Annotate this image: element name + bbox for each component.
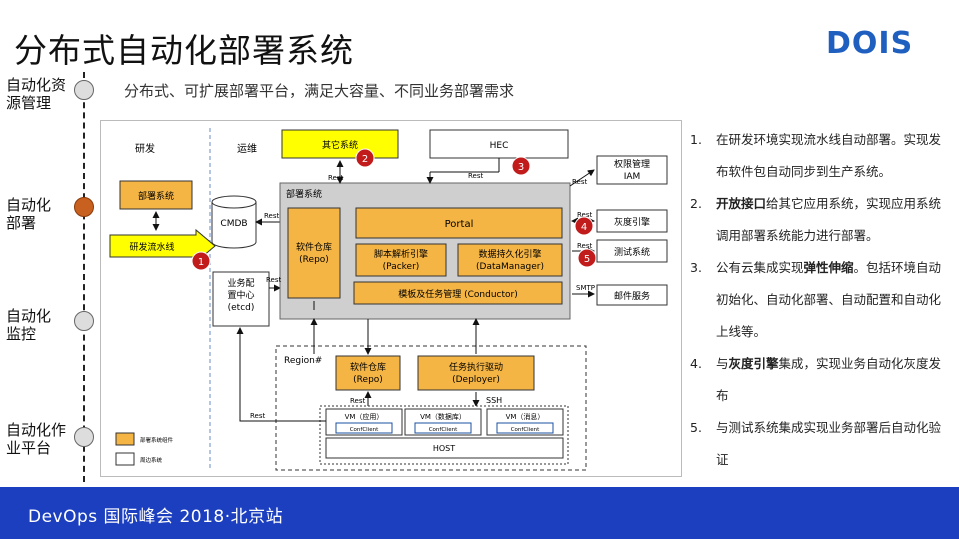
svg-text:Rest: Rest <box>264 212 280 220</box>
dev-deploy-system-box <box>119 180 193 210</box>
legend-deploy-swatch <box>115 432 135 446</box>
svg-text:3: 3 <box>518 162 524 173</box>
legend-peripheral-label: 周边系统 <box>140 456 163 464</box>
datamanager-label: 数据持久化引擎 <box>478 248 541 260</box>
svg-text:(DataManager): (DataManager) <box>476 262 544 272</box>
cmdb-label: CMDB <box>220 219 247 229</box>
note-item: 5.与测试系统集成实现业务部署后自动化验证 <box>690 420 942 467</box>
timeline-node-job[interactable] <box>74 427 94 447</box>
dois-logo: DOIS <box>826 26 914 61</box>
hec-label: HEC <box>490 141 509 151</box>
svg-text:置中心: 置中心 <box>227 289 254 301</box>
marker-3 <box>511 156 531 176</box>
svg-text:Rest: Rest <box>577 211 593 219</box>
svg-text:Rest: Rest <box>250 412 266 420</box>
mail-service-label: 邮件服务 <box>614 290 650 302</box>
footer-bar <box>0 487 959 539</box>
test-system-label: 测试系统 <box>614 246 650 258</box>
packer-label: 脚本解析引擎 <box>374 248 428 260</box>
dev-label: 研发 <box>135 142 155 155</box>
iam-label: 权限管理 <box>614 158 650 170</box>
note-item: 2.开放接口给其它应用系统，实现应用系统调用部署系统能力进行部署。 <box>690 196 942 243</box>
vm-db-label: VM（数据库） <box>420 412 466 421</box>
cmdb-cylinder <box>211 195 257 209</box>
portal-label: Portal <box>445 219 474 230</box>
svg-text:IAM: IAM <box>624 172 641 182</box>
svg-text:4: 4 <box>581 222 587 233</box>
other-systems-label: 其它系统 <box>322 139 358 151</box>
page-subtitle: 分布式、可扩展部署平台，满足大容量、不同业务部署需求 <box>124 82 515 100</box>
marker-2 <box>355 148 375 168</box>
svg-text:(Packer): (Packer) <box>383 262 420 272</box>
datamanager-box <box>457 243 563 277</box>
marker-5 <box>577 248 597 268</box>
svg-text:ConfClient: ConfClient <box>511 427 540 433</box>
svg-text:Rest: Rest <box>328 174 344 182</box>
svg-text:ConfClient: ConfClient <box>429 427 458 433</box>
deployer-box <box>417 355 535 391</box>
host-label: HOST <box>433 444 455 453</box>
region-repo-box <box>335 355 401 391</box>
dev-deploy-system-label: 部署系统 <box>138 190 174 202</box>
packer-box <box>355 243 447 277</box>
conductor-label: 模板及任务管理 (Conductor) <box>398 288 517 300</box>
svg-text:Rest: Rest <box>572 178 588 186</box>
region-repo-label: 软件仓库 <box>350 361 386 373</box>
architecture-diagram: 研发 运维 其它系统 HEC 权限管理 IAM 灰度引擎 测试系统 邮件服务 部… <box>100 120 682 477</box>
etcd-box <box>212 271 270 327</box>
repo-label: 软件仓库 <box>296 241 332 253</box>
host-box <box>325 437 564 459</box>
timeline-node-monitor[interactable] <box>74 311 94 331</box>
gray-engine-box <box>596 209 668 233</box>
gray-engine-label: 灰度引擎 <box>614 216 650 228</box>
timeline-label-job: 自动化作 业平台 <box>6 421 67 457</box>
deployer-label: 任务执行驱动 <box>449 361 503 373</box>
footer-text: DevOps 国际峰会 2018·北京站 <box>28 507 284 527</box>
vm-msg-label: VM（消息） <box>506 412 545 421</box>
svg-text:(Repo): (Repo) <box>353 375 383 385</box>
svg-text:1: 1 <box>198 257 204 268</box>
svg-text:SSH: SSH <box>486 396 502 405</box>
repo-box <box>287 207 341 299</box>
svg-text:ConfClient: ConfClient <box>350 427 379 433</box>
timeline-label-resource: 自动化资 源管理 <box>6 76 67 112</box>
mail-service-box <box>596 284 668 306</box>
legend-peripheral-swatch <box>115 452 135 466</box>
conductor-box <box>353 281 563 305</box>
test-system-box <box>596 239 668 263</box>
svg-text:Rest: Rest <box>266 276 282 284</box>
portal-box <box>355 207 563 239</box>
vm-app-label: VM（应用） <box>345 412 384 421</box>
iam-box <box>596 155 668 185</box>
timeline-node-resource[interactable] <box>74 80 94 100</box>
timeline-label-monitor: 自动化 监控 <box>6 307 52 343</box>
ops-label: 运维 <box>237 142 257 155</box>
svg-text:2: 2 <box>362 154 368 165</box>
notes-list: 1.在研发环境实现流水线自动部署。实现发布软件包自动同步到生产系统。 2.开放接口… <box>690 124 950 476</box>
svg-text:(Deployer): (Deployer) <box>452 375 500 385</box>
svg-text:Rest: Rest <box>350 397 366 405</box>
svg-text:Rest: Rest <box>468 172 484 180</box>
note-item: 4.与灰度引擎集成，实现业务自动化灰度发布 <box>690 356 942 403</box>
timeline-label-deploy: 自动化 部署 <box>6 196 52 232</box>
marker-1 <box>191 251 211 271</box>
other-systems-box <box>281 129 399 159</box>
svg-text:SMTP: SMTP <box>576 284 595 292</box>
svg-text:(etcd): (etcd) <box>228 303 255 313</box>
legend-deploy-label: 部署系统组件 <box>140 436 174 444</box>
timeline-line <box>83 72 85 482</box>
page-title: 分布式自动化部署系统 <box>14 31 354 70</box>
dev-pipeline-label: 研发流水线 <box>129 241 174 253</box>
svg-text:(Repo): (Repo) <box>299 255 329 265</box>
timeline-node-deploy[interactable] <box>74 197 94 217</box>
region-label: Region# <box>284 356 322 366</box>
note-item: 3.公有云集成实现弹性伸缩。包括环境自动初始化、自动化部署、自动配置和自动化上线… <box>690 260 942 339</box>
deploy-system-container-label: 部署系统 <box>286 188 322 200</box>
note-item: 1.在研发环境实现流水线自动部署。实现发布软件包自动同步到生产系统。 <box>690 132 942 179</box>
etcd-label: 业务配 <box>227 277 254 289</box>
svg-text:5: 5 <box>584 254 590 265</box>
marker-4 <box>574 216 594 236</box>
svg-text:Rest: Rest <box>577 242 593 250</box>
